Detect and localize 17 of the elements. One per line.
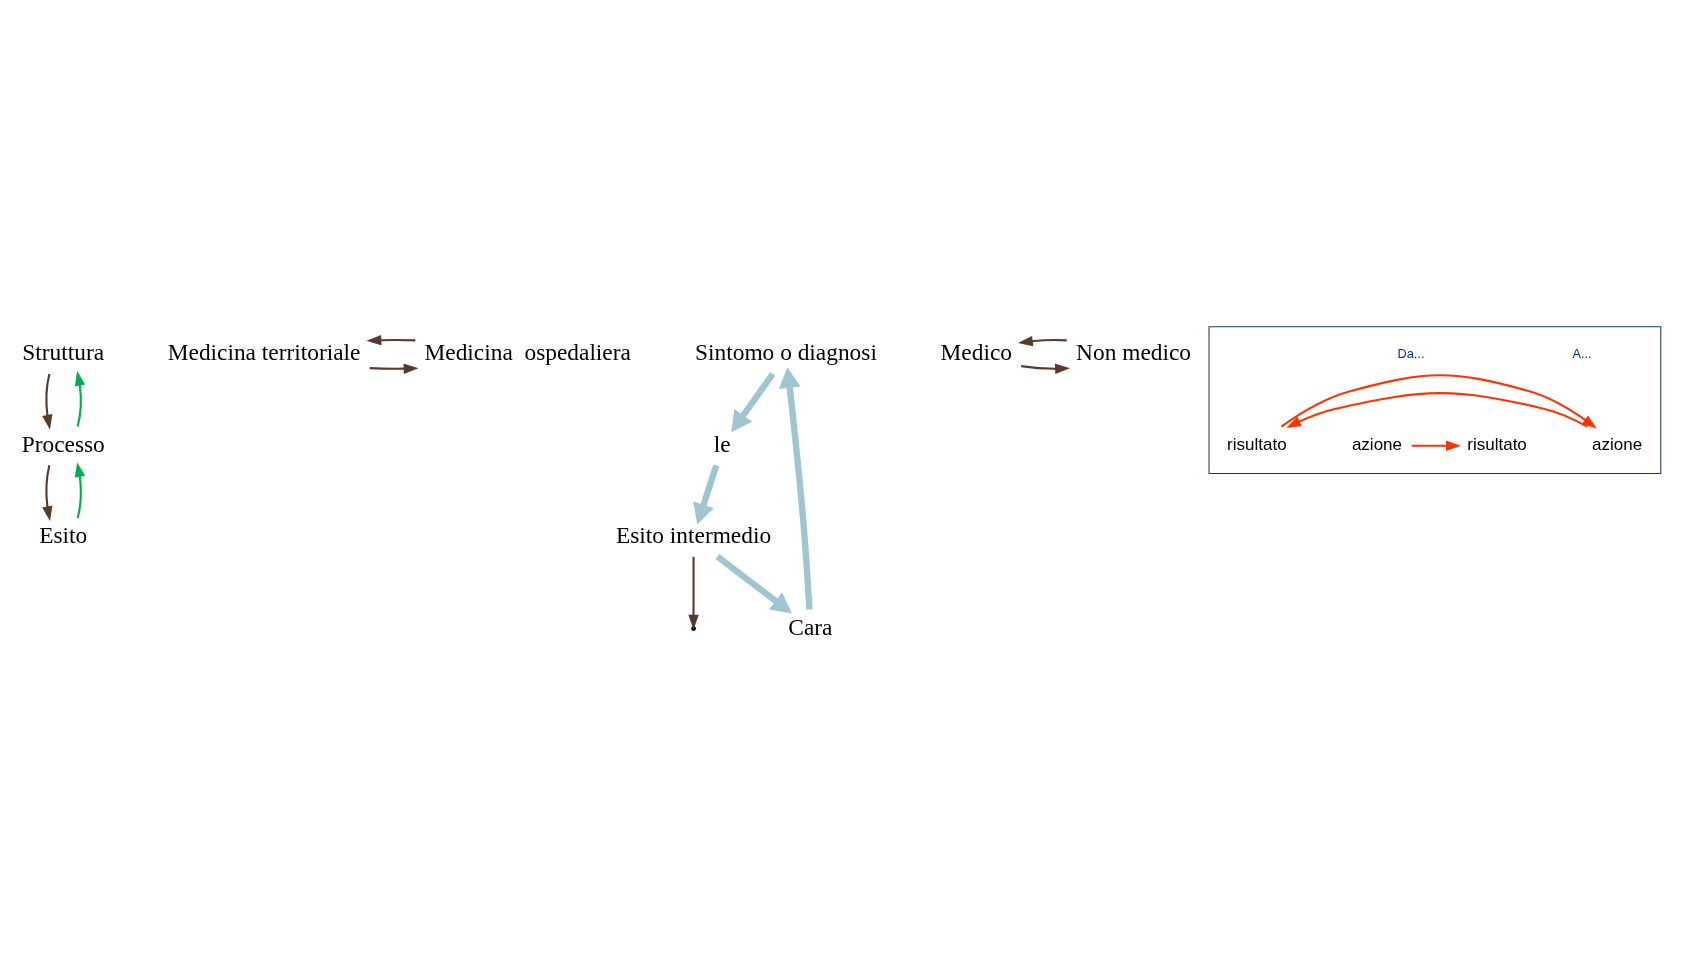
node-text: Sintomo o diagnosi bbox=[695, 338, 877, 365]
node-text: risultato bbox=[1227, 434, 1287, 454]
node-text: Esito bbox=[39, 521, 88, 548]
node-text: risultato bbox=[1467, 434, 1527, 454]
label: Da... bbox=[1397, 345, 1425, 361]
node-text: Medico bbox=[940, 338, 1012, 365]
node-text: Cara bbox=[788, 613, 833, 640]
node-text: Non medico bbox=[1076, 338, 1192, 365]
node-text: azione bbox=[1592, 434, 1643, 454]
label: A... bbox=[1572, 345, 1592, 361]
node-text: Esito intermedio bbox=[615, 521, 772, 548]
node-text: Medicina ospedaliera bbox=[424, 338, 631, 365]
node-text: Medicina territoriale bbox=[167, 338, 361, 365]
node-text: Struttura bbox=[22, 338, 105, 365]
node-text: le bbox=[713, 430, 731, 457]
node-text: Processo bbox=[21, 430, 105, 457]
node-text: azione bbox=[1351, 434, 1403, 454]
